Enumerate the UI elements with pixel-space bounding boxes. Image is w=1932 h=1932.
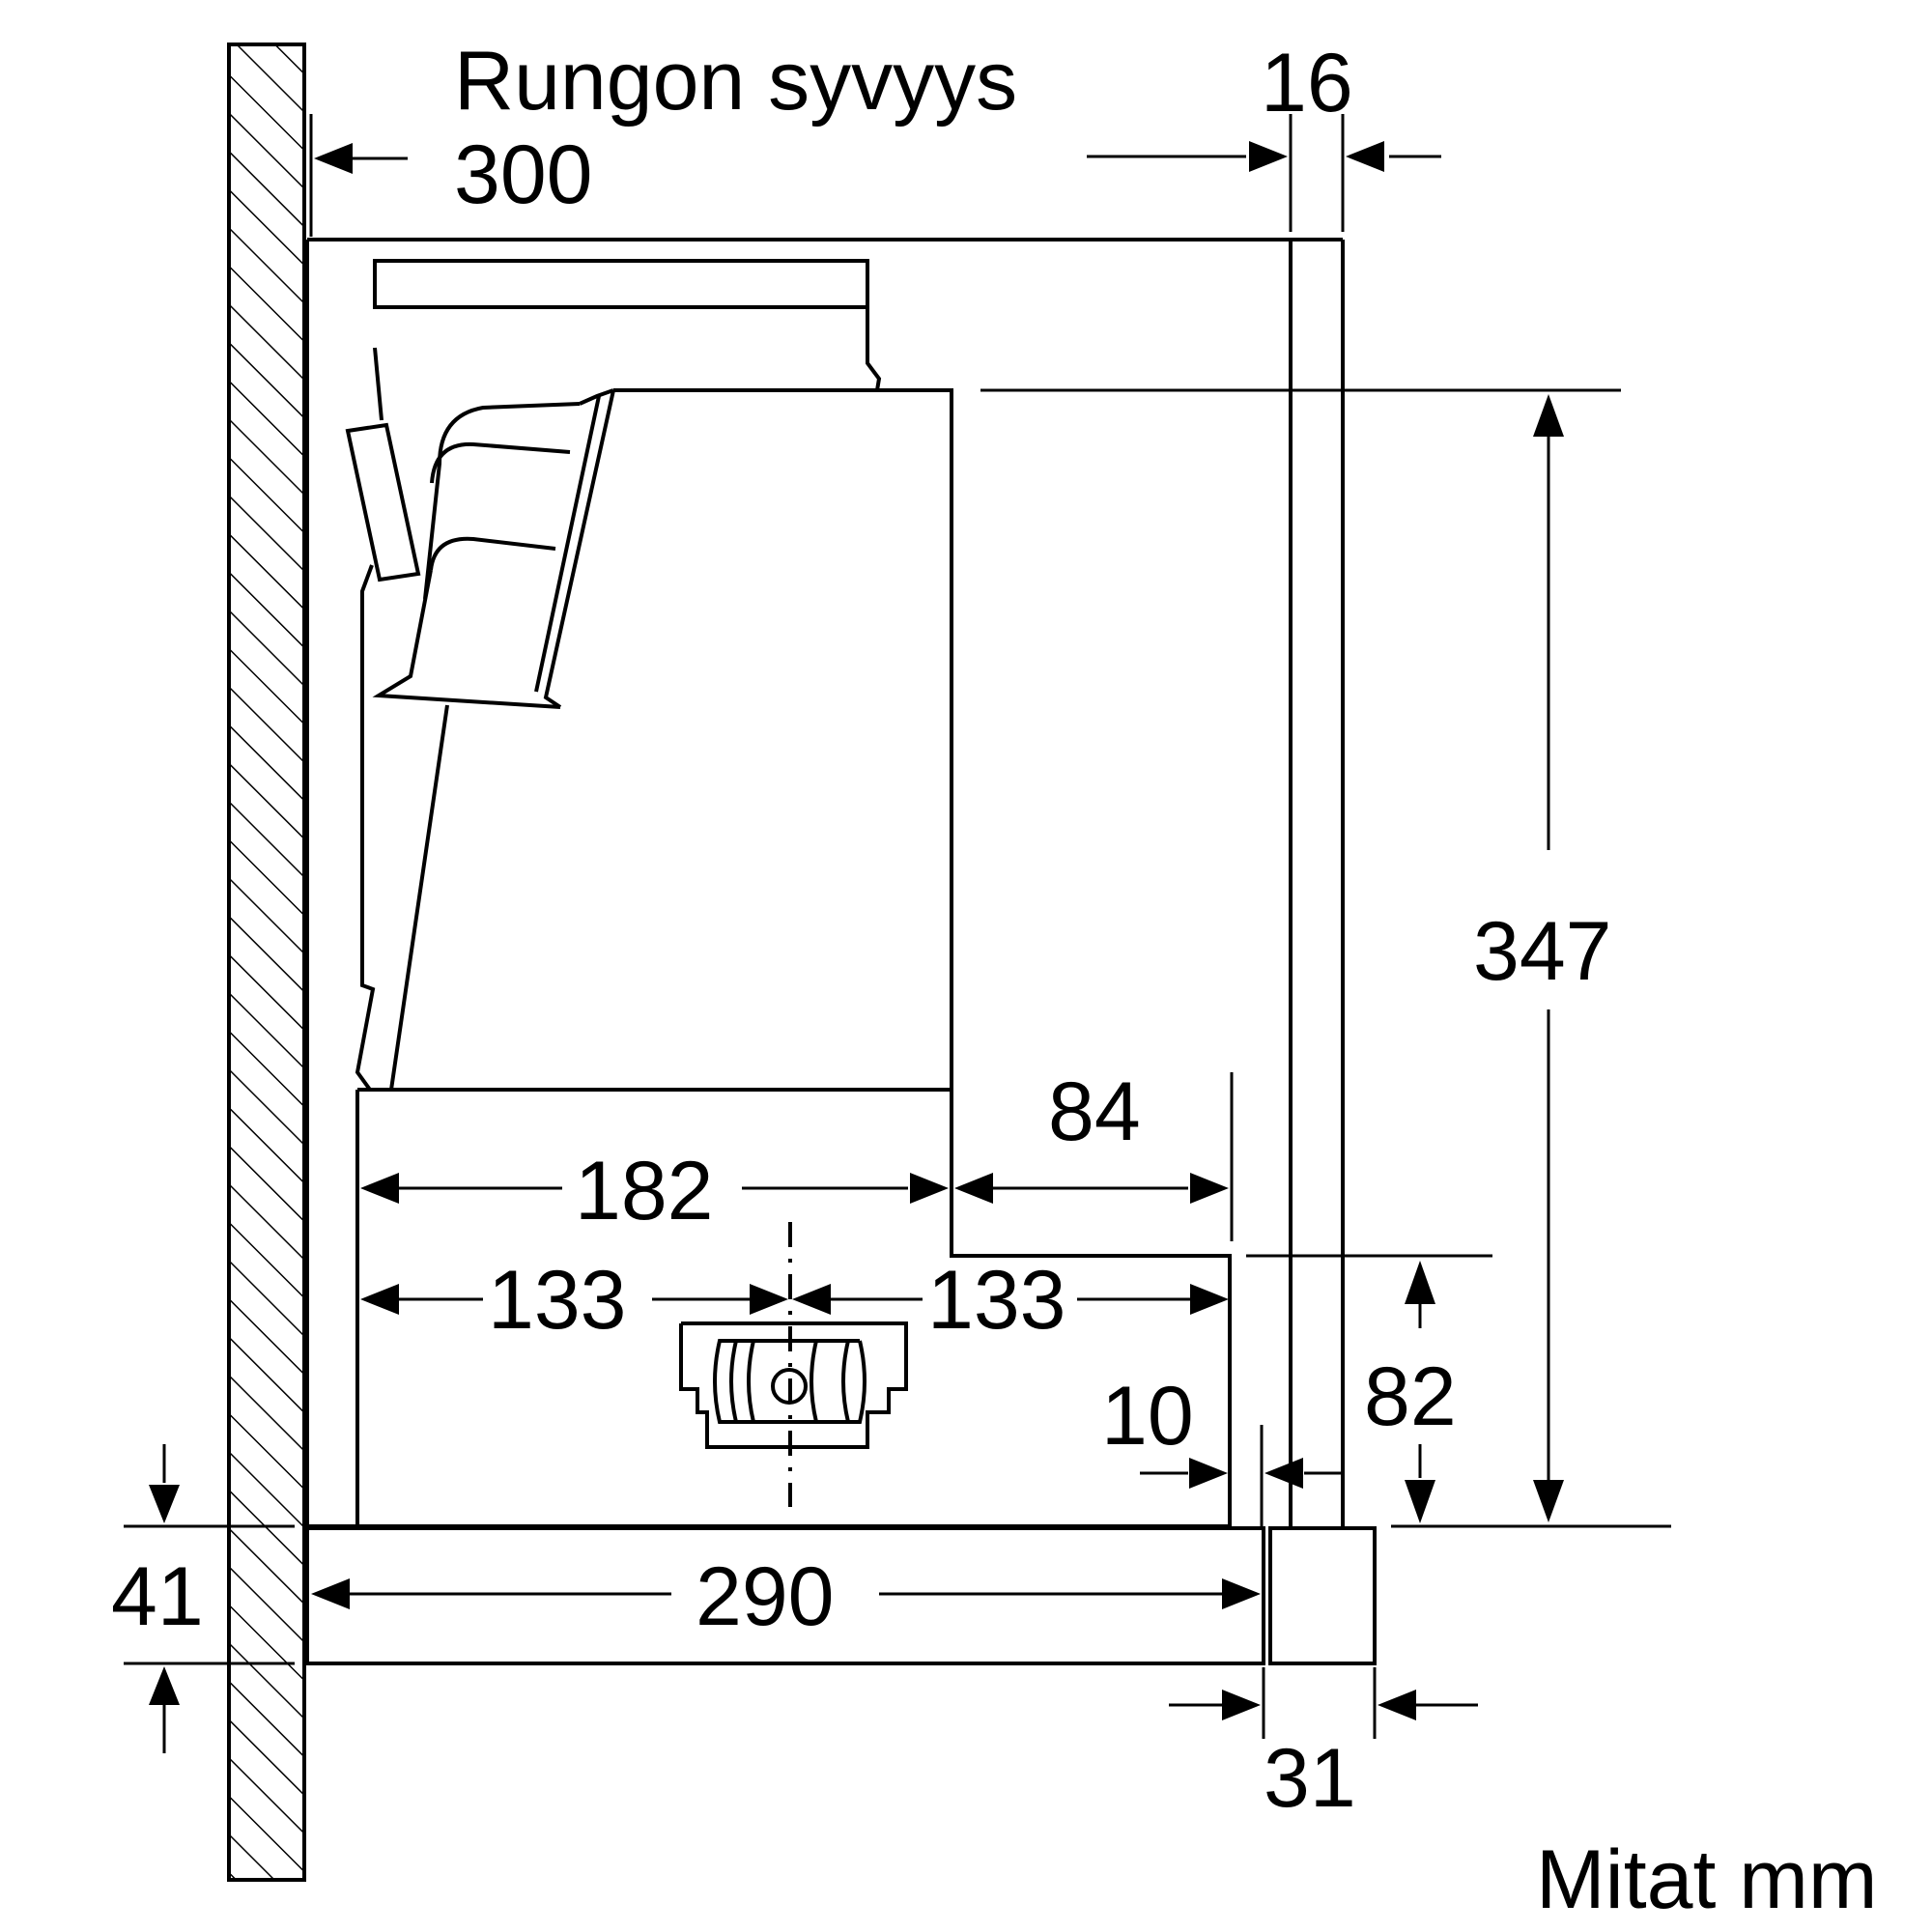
- dim-290-label: 290: [696, 1550, 835, 1643]
- dim-82-label: 82: [1364, 1350, 1457, 1443]
- frame-depth-value: 300: [454, 128, 593, 221]
- dim-347-label: 347: [1473, 905, 1612, 998]
- dim-182: 182: [360, 1145, 949, 1237]
- dim-290: 290: [311, 1550, 1261, 1643]
- dim-41: 41: [111, 1444, 295, 1753]
- cabinet-outline: [305, 238, 1345, 1526]
- dim-frame-depth: Rungon syvyys 300: [309, 35, 1017, 237]
- bottom-extension: [305, 1526, 1377, 1665]
- dim-84-label: 84: [1048, 1065, 1141, 1158]
- frame-depth-title: Rungon syvyys: [454, 35, 1017, 128]
- dim-82: 82: [1246, 1254, 1492, 1523]
- dim-16-label: 16: [1261, 37, 1353, 129]
- dim-41-label: 41: [111, 1550, 204, 1643]
- dim-84: 84: [954, 1065, 1234, 1241]
- light-module: [679, 1222, 908, 1507]
- dim-133-right-label: 133: [927, 1254, 1066, 1347]
- units-note: Mitat mm: [1536, 1833, 1878, 1926]
- dim-16: 16: [1087, 37, 1441, 232]
- dim-347: 347: [980, 388, 1671, 1528]
- dim-10: 10: [1101, 1370, 1343, 1526]
- dim-31-label: 31: [1264, 1732, 1356, 1825]
- wall: [227, 43, 306, 1882]
- hood-appliance: [307, 259, 1232, 1528]
- dim-10-label: 10: [1101, 1370, 1194, 1463]
- dim-133-left-label: 133: [488, 1254, 627, 1347]
- dim-133-pair: 133 133: [360, 1254, 1229, 1347]
- dim-182-label: 182: [575, 1145, 714, 1237]
- dim-31: 31: [1169, 1667, 1478, 1825]
